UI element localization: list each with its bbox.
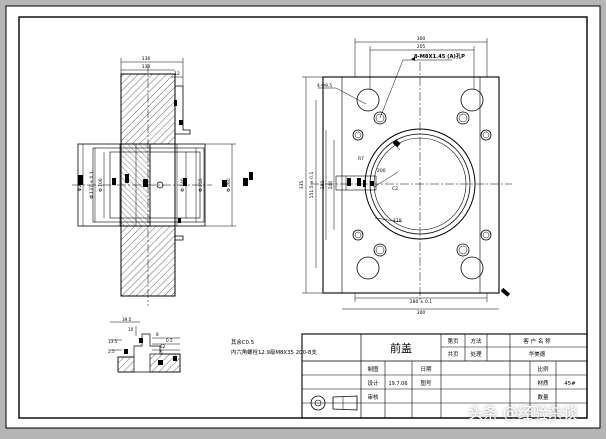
note-line-2: 内六角螺栓12.9级M8X35 200-8支 xyxy=(231,348,317,356)
tb-bili: 比例 xyxy=(537,365,549,373)
tb-gong-ye: 共页 xyxy=(447,350,459,358)
dim-205: 205 xyxy=(417,44,426,50)
dim-240: 240 xyxy=(328,181,334,190)
dim-phi140: Φ 140 xyxy=(180,178,186,192)
tb-date-value: 19.7.06 xyxy=(388,381,407,387)
projection-symbol-icon xyxy=(310,395,326,411)
tb-riqi: 日期 xyxy=(420,366,432,373)
tb-shuliang: 数量 xyxy=(537,393,549,401)
detail-dim-10: 10 xyxy=(128,327,134,332)
dim-151-5: 151.5 ± 0.1 xyxy=(309,172,315,199)
tb-chuli: 处理 xyxy=(470,350,482,358)
detail-section-view xyxy=(110,321,181,373)
left-section-view xyxy=(72,58,253,306)
dim-130: 130 xyxy=(142,64,151,70)
dim-118: 118 xyxy=(393,218,402,224)
dim-200: 200 xyxy=(377,168,386,174)
detail-dim-8: 8 xyxy=(156,332,159,337)
paper xyxy=(5,5,601,429)
tb-zhitu: 制图 xyxy=(367,365,379,373)
dim-12: 12 xyxy=(174,71,180,77)
tb-customer: 华美德 xyxy=(529,350,546,358)
title-block xyxy=(301,333,588,419)
dim-282: 282 xyxy=(320,181,326,190)
tb-fangfa: 方法 xyxy=(470,337,482,345)
dim-300-top: 300 xyxy=(417,36,426,42)
dim-c2: C2 xyxy=(392,186,398,192)
dim-phi260: Φ 260 xyxy=(226,178,232,192)
part-name: 前盖 xyxy=(390,341,412,355)
tb-customer-header: 客 户 名 称 xyxy=(523,337,551,345)
front-view xyxy=(302,38,512,310)
note-line-1: 其余C0.5 xyxy=(231,338,254,346)
dim-phi106: Φ 106 xyxy=(98,178,104,192)
dim-phi155: Φ 155 xyxy=(198,178,204,192)
detail-dim-62: 62 xyxy=(160,344,166,349)
dim-280: 280 ± 0.1 xyxy=(410,299,433,305)
tb-material: 45# xyxy=(564,381,576,387)
tb-sheji: 设计 xyxy=(367,379,379,387)
hole-callout: 4-Φ9.5 xyxy=(317,83,332,89)
detail-dim-5: 5 xyxy=(160,350,163,355)
dim-300-bottom: 300 xyxy=(417,310,426,316)
dim-r: R7 xyxy=(358,156,364,162)
dim-136: 136 xyxy=(142,56,151,62)
watermark: 头条 @经验杂谈 xyxy=(468,404,578,422)
thread-callout: 8-M8X1.45 (A)孔P xyxy=(414,52,465,60)
detail-dim-0-5: 0.5 xyxy=(166,338,173,343)
tb-di-ye: 第页 xyxy=(447,337,459,345)
detail-dim-2-5: 2.5 xyxy=(108,349,115,354)
tb-caizhi: 材质 xyxy=(537,379,549,387)
dim-phi137: Φ 137 ± 0.1 xyxy=(89,171,95,198)
tb-shenhe: 审核 xyxy=(367,393,379,401)
tb-tuhao: 图号 xyxy=(420,379,432,387)
dim-phi280: Φ280 xyxy=(77,179,83,191)
detail-dim-13-5: 13.5 xyxy=(108,339,118,344)
dim-335: 335 xyxy=(299,181,305,190)
detail-dim-39-5: 39.5 xyxy=(122,317,132,322)
